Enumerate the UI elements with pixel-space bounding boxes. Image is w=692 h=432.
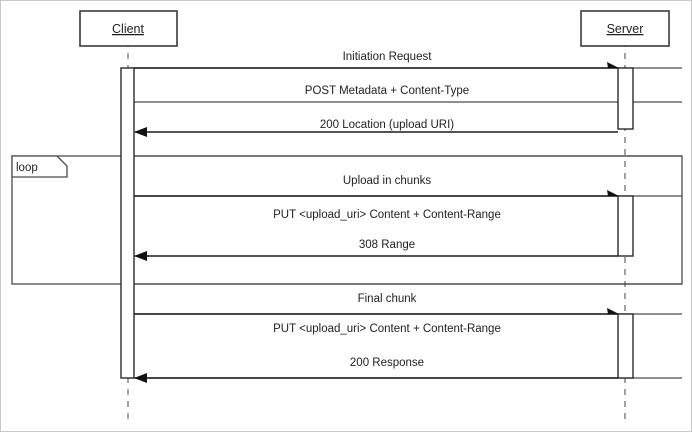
loop-fragment-tab bbox=[11, 155, 68, 178]
message-label-200-location: 200 Location (upload URI) bbox=[320, 119, 454, 131]
activation-bar-server-chunk bbox=[617, 195, 634, 257]
message-label-put-final-chunk: PUT <upload_uri> Content + Content-Range bbox=[273, 323, 501, 335]
message-label-308-range: 308 Range bbox=[359, 239, 415, 251]
arrow-200-location bbox=[134, 127, 618, 137]
participant-label-client: Client bbox=[112, 22, 144, 36]
participant-box-server[interactable] bbox=[580, 10, 670, 47]
participant-label-server: Server bbox=[607, 22, 644, 36]
arrow-308-range bbox=[134, 251, 618, 261]
message-label-post-metadata: POST Metadata + Content-Type bbox=[305, 85, 469, 97]
arrow-200-response bbox=[134, 373, 618, 383]
message-label-200-response: 200 Response bbox=[350, 357, 424, 369]
section-header-final-chunk: Final chunk bbox=[358, 293, 417, 305]
activation-bar-client bbox=[120, 67, 135, 379]
loop-fragment-operator-label: loop bbox=[16, 162, 38, 174]
arrow-put-chunk bbox=[134, 190, 619, 197]
section-header-upload-in-chunks: Upload in chunks bbox=[343, 175, 431, 187]
section-header-initiation: Initiation Request bbox=[343, 51, 433, 63]
arrow-post-metadata bbox=[134, 62, 619, 69]
arrow-put-final-chunk bbox=[134, 308, 619, 315]
activation-bar-server-final bbox=[617, 313, 634, 379]
activation-bar-server-initiation bbox=[617, 67, 634, 130]
participant-box-client[interactable] bbox=[79, 10, 178, 47]
message-label-put-chunk: PUT <upload_uri> Content + Content-Range bbox=[273, 209, 501, 221]
